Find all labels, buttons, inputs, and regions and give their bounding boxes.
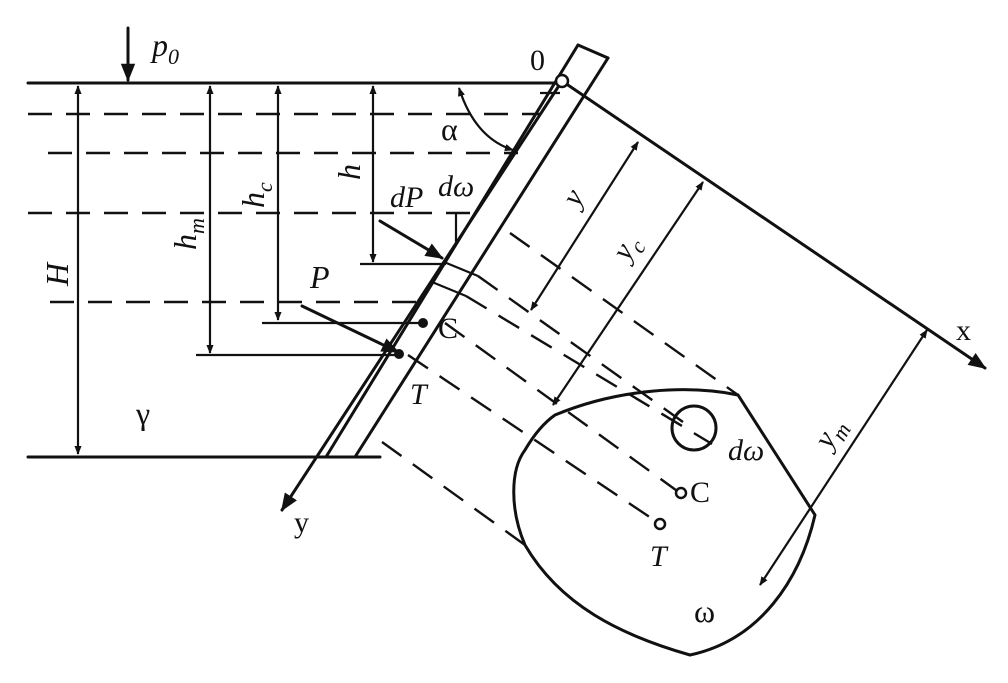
elemental-area-circle bbox=[670, 404, 718, 452]
origin-label: 0 bbox=[530, 44, 545, 77]
hc-label: hc bbox=[235, 182, 277, 208]
T-area-label: T bbox=[650, 540, 669, 573]
centroid-point-area bbox=[674, 486, 688, 500]
yc-distance-label: yc bbox=[604, 229, 651, 271]
C-area-label: C bbox=[690, 476, 710, 509]
y-axis-label: y bbox=[294, 506, 309, 539]
hT-label: hт bbox=[167, 218, 209, 250]
omega-label: ω bbox=[694, 593, 715, 629]
centroid-point-plate bbox=[418, 318, 428, 328]
alpha-label: α bbox=[441, 111, 458, 147]
domega-area-label: dω bbox=[728, 434, 764, 467]
y-axis bbox=[280, 79, 564, 512]
P-label: P bbox=[309, 259, 330, 295]
origin-hinge bbox=[554, 73, 570, 89]
elemental-strip bbox=[431, 212, 479, 298]
y-distance-label: y bbox=[554, 183, 591, 214]
dP-label: dP bbox=[390, 181, 423, 214]
depth-dash-lines bbox=[28, 112, 540, 304]
x-axis bbox=[560, 79, 987, 370]
area-omega-outline bbox=[512, 388, 817, 657]
pressure-center-point-area bbox=[653, 517, 667, 531]
p0-label: p0 bbox=[150, 27, 179, 69]
dP-force-arrow bbox=[378, 219, 444, 260]
h-label: h bbox=[331, 164, 367, 180]
yT-distance-dimension bbox=[759, 329, 928, 586]
P-force-arrow bbox=[300, 304, 400, 354]
C-plate-label: C bbox=[438, 312, 458, 345]
yc-distance-dimension bbox=[552, 181, 704, 406]
x-axis-label: x bbox=[956, 314, 971, 347]
H-label: H bbox=[39, 261, 75, 287]
domega-plate-label: dω bbox=[438, 170, 474, 203]
T-plate-label: T bbox=[410, 378, 429, 411]
alpha-arc bbox=[457, 87, 514, 152]
gamma-label: γ bbox=[135, 395, 150, 431]
pressure-center-point-plate bbox=[394, 349, 404, 359]
